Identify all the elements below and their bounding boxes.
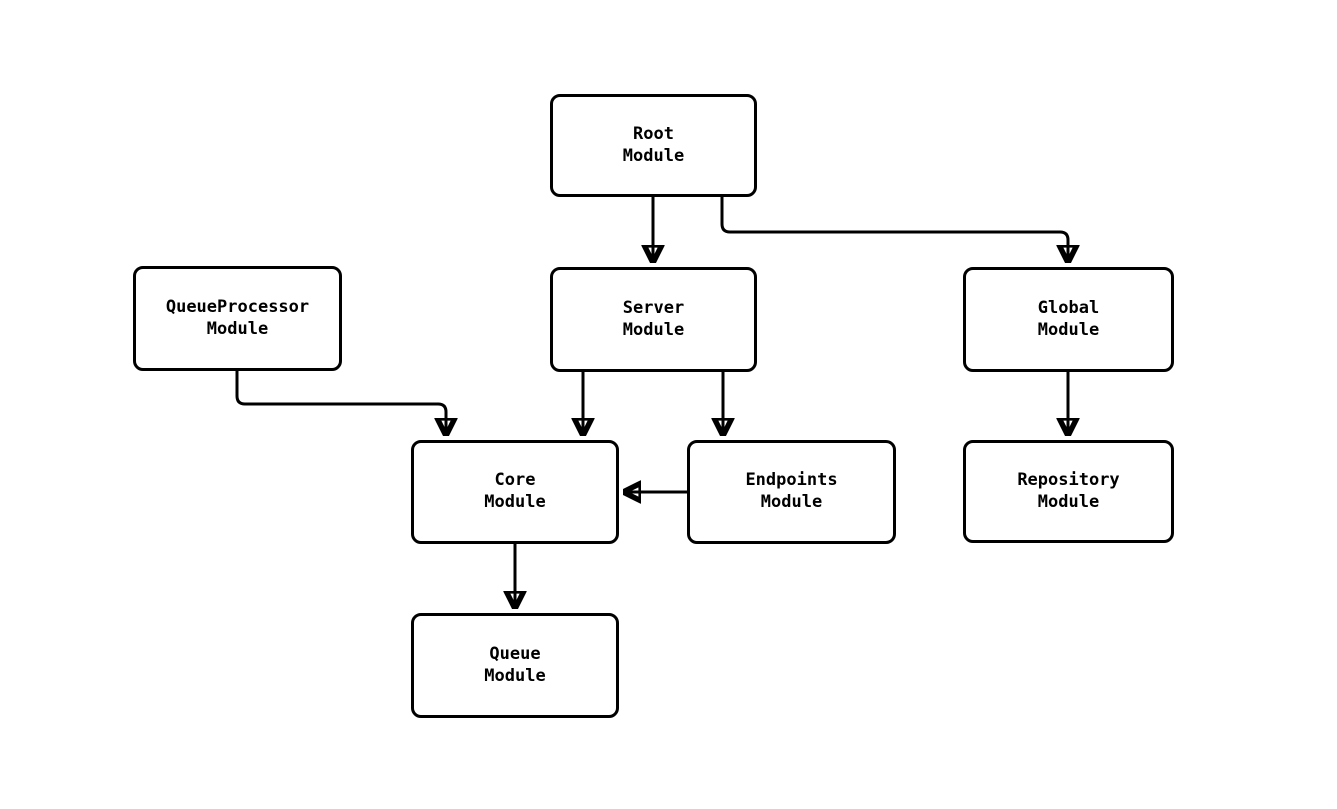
node-server-module-label: Server Module: [622, 297, 685, 340]
node-core-module: Core Module: [411, 440, 619, 544]
node-root-module-label: Root Module: [622, 123, 685, 166]
node-global-module: Global Module: [963, 267, 1174, 372]
node-root-module: Root Module: [550, 94, 757, 197]
edge-queueprocessor-to-core: [235, 371, 446, 435]
node-endpoints-module: Endpoints Module: [687, 440, 896, 544]
node-queue-module: Queue Module: [411, 613, 619, 718]
node-global-module-label: Global Module: [1037, 297, 1100, 340]
node-repository-module: Repository Module: [963, 440, 1174, 543]
node-repository-module-label: Repository Module: [1017, 469, 1120, 512]
node-server-module: Server Module: [550, 267, 757, 372]
node-endpoints-module-label: Endpoints Module: [745, 470, 838, 512]
node-queueprocessor-module-label: QueueProcessor Module: [165, 296, 310, 339]
node-core-module-label: Core Module: [484, 470, 546, 512]
node-queue-module-label: Queue Module: [484, 643, 546, 686]
edge-root-to-global: [720, 197, 1068, 262]
node-queueprocessor-module: QueueProcessor Module: [133, 266, 342, 371]
